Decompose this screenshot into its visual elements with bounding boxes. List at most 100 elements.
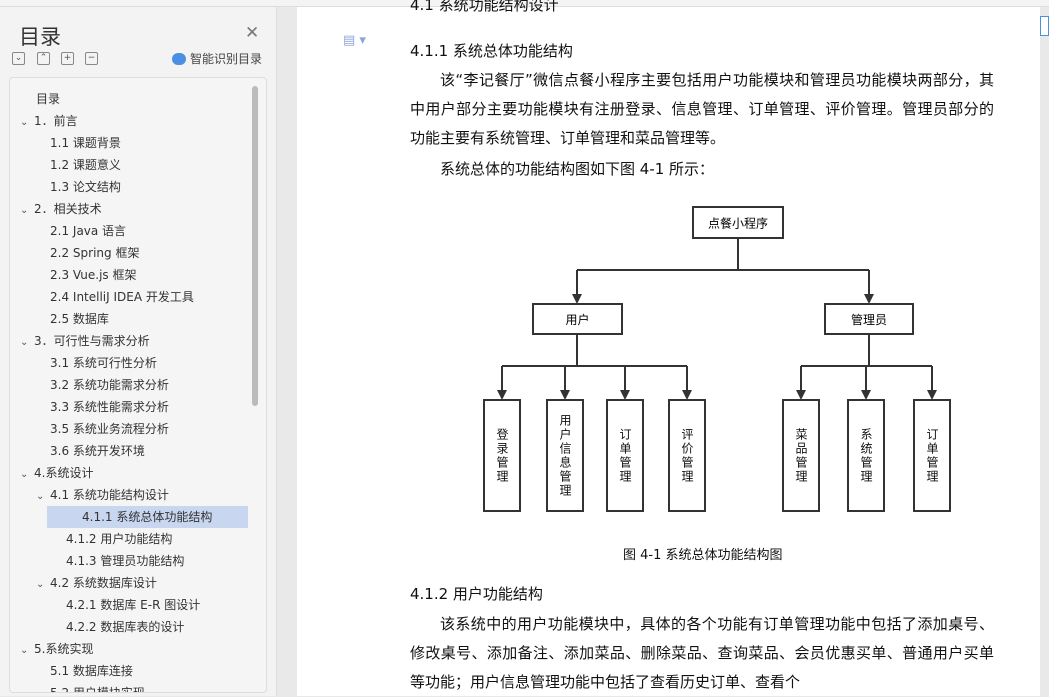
chevron-down-icon[interactable]: ⌄ (20, 205, 29, 216)
document-icon[interactable]: ▤ ▾ (343, 33, 366, 48)
toc-item-label: 2.2 Spring 框架 (50, 246, 140, 260)
node-box (483, 399, 521, 512)
chevron-down-icon[interactable]: ⌄ (36, 684, 50, 692)
node-box (668, 399, 706, 512)
toc-item[interactable]: 4.1.3 管理员功能结构 (10, 550, 248, 572)
toc-item[interactable]: 1.1 课题背景 (10, 132, 248, 154)
top-toolbar (0, 0, 1049, 7)
toc-title: 目录 (19, 25, 61, 49)
toc-item-label: 5.2 用户模块实现 (50, 686, 145, 693)
toc-panel: 目录 ✕ ⌄ ⌃ + − 智能识别目录 目录 ⌄ 1．前言 1.1 课题背景 1.2 课… (0, 7, 277, 696)
chevron-down-icon[interactable]: ⌄ (36, 491, 45, 502)
toc-item[interactable]: 4.2.2 数据库表的设计 (10, 616, 248, 638)
arrow-head (796, 390, 806, 400)
leaf-label: 订单管理 (618, 427, 632, 484)
toc-list: 目录 ⌄ 1．前言 1.1 课题背景 1.2 课题意义 1.3 论文结构 ⌄ 2．相关技术 2.… (9, 77, 267, 693)
root-node: 点餐小程序 (692, 206, 784, 239)
arrow-head (861, 390, 871, 400)
toc-item-label: 2.4 IntelliJ IDEA 开发工具 (50, 290, 194, 304)
toc-item-label: 3.5 系统业务流程分析 (50, 422, 169, 436)
paragraph: 该系统中的用户功能模块中，具体的各个功能有订单管理功能中包括了添加桌号、修改桌号… (410, 615, 994, 691)
toc-item[interactable]: ⌄ 2．相关技术 (10, 198, 248, 220)
chevron-down-icon[interactable]: ⌄ (20, 469, 29, 480)
toc-item-label: 1.2 课题意义 (50, 158, 121, 172)
smart-toc-button[interactable]: 智能识别目录 (172, 50, 262, 67)
toc-item[interactable]: 2.5 数据库 (10, 308, 248, 330)
admin-leaf-box (913, 399, 951, 512)
toc-item[interactable]: 1.3 论文结构 (10, 176, 248, 198)
node-box (692, 206, 784, 239)
node-box (532, 303, 623, 335)
toc-item-label: 目录 (36, 92, 61, 106)
admin-leaf-node: 订单管理 (914, 400, 950, 511)
toc-item[interactable]: 2.1 Java 语言 (10, 220, 248, 242)
minus-icon[interactable]: − (85, 52, 98, 65)
toc-item-label: 5.1 数据库连接 (50, 664, 133, 678)
toc-item-label: 4.2.1 数据库 E-R 图设计 (66, 598, 201, 612)
chevron-down-icon[interactable]: ⌄ (20, 117, 29, 128)
document-page (297, 7, 1040, 696)
user-leaf-box (483, 399, 521, 512)
toc-item-label: 1.3 论文结构 (50, 180, 121, 194)
toc-item[interactable]: 4.2.1 数据库 E-R 图设计 (10, 594, 248, 616)
toc-item-label: 3.6 系统开发环境 (50, 444, 145, 458)
toc-item[interactable]: ⌄5.系统实现 (10, 638, 248, 660)
chevron-down-icon[interactable]: ⌄ (20, 337, 29, 348)
toc-item-label: 2.3 Vue.js 框架 (50, 268, 137, 282)
user-leaf-node: 评价管理 (669, 400, 705, 511)
toc-item-label: 4.1.1 系统总体功能结构 (82, 510, 213, 524)
toc-item[interactable]: 5.1 数据库连接 (10, 660, 248, 682)
toc-item-label: 2.1 Java 语言 (50, 224, 127, 238)
toc-item[interactable]: ⌄5.2 用户模块实现 (10, 682, 248, 693)
node-label: 用户 (565, 312, 589, 327)
toc-item[interactable]: 3.2 系统功能需求分析 (10, 374, 248, 396)
user-leaf-node: 用户信息管理 (547, 400, 583, 511)
node-box (782, 399, 820, 512)
scrollbar[interactable] (252, 86, 258, 406)
arrow-head (560, 390, 570, 400)
admin-leaf-box (847, 399, 885, 512)
chevron-down-icon[interactable]: ⌄ (20, 645, 29, 656)
chevron-down-icon[interactable]: ⌄ (36, 579, 45, 590)
toc-item-label: 4.1 系统功能结构设计 (50, 488, 169, 502)
toc-item-label: 3．可行性与需求分析 (34, 334, 150, 348)
user-node: 用户 (532, 303, 623, 335)
toc-item[interactable]: 4.1.1 系统总体功能结构 (47, 506, 248, 528)
arrow-head (572, 294, 582, 304)
toc-item-label: 4.2.2 数据库表的设计 (66, 620, 185, 634)
leaf-label: 评价管理 (680, 427, 694, 484)
node-label: 点餐小程序 (708, 216, 768, 231)
toc-item[interactable]: 3.1 系统可行性分析 (10, 352, 248, 374)
expand-all-icon[interactable]: ⌄ (12, 52, 25, 65)
toc-item[interactable]: ⌄4.系统设计 (10, 462, 248, 484)
toc-item[interactable]: 目录 (10, 88, 248, 110)
toc-item[interactable]: 2.3 Vue.js 框架 (10, 264, 248, 286)
user-leaf-box (606, 399, 644, 512)
toc-item-label: 2．相关技术 (34, 202, 102, 216)
toc-item[interactable]: 3.6 系统开发环境 (10, 440, 248, 462)
user-leaf-box (546, 399, 584, 512)
leaf-label: 订单管理 (925, 427, 939, 484)
toc-item[interactable]: ⌄ 1．前言 (10, 110, 248, 132)
toc-item[interactable]: 4.1.2 用户功能结构 (10, 528, 248, 550)
toc-item[interactable]: 3.5 系统业务流程分析 (10, 418, 248, 440)
toc-item-label: 3.2 系统功能需求分析 (50, 378, 169, 392)
arrow-head (864, 294, 874, 304)
toc-item[interactable]: ⌄4.2 系统数据库设计 (10, 572, 248, 594)
collapse-all-icon[interactable]: ⌃ (37, 52, 50, 65)
node-label: 管理员 (851, 312, 887, 327)
toc-item[interactable]: ⌄ 4.1 系统功能结构设计 (10, 484, 248, 506)
close-icon[interactable]: ✕ (245, 23, 260, 43)
toc-item[interactable]: 3.3 系统性能需求分析 (10, 396, 248, 418)
paragraph: 该“李记餐厅”微信点餐小程序主要包括用户功能模块和管理员功能模块两部分，其中用户… (410, 71, 994, 147)
toc-item-label: 1.1 课题背景 (50, 136, 121, 150)
leaf-label: 菜品管理 (794, 427, 808, 484)
toc-item[interactable]: ⌄ 3．可行性与需求分析 (10, 330, 248, 352)
toc-item[interactable]: 1.2 课题意义 (10, 154, 248, 176)
toc-item-label: 1．前言 (34, 114, 78, 128)
toc-item-label: 3.3 系统性能需求分析 (50, 400, 169, 414)
node-box (546, 399, 584, 512)
plus-icon[interactable]: + (61, 52, 74, 65)
toc-item[interactable]: 2.2 Spring 框架 (10, 242, 248, 264)
toc-item[interactable]: 2.4 IntelliJ IDEA 开发工具 (10, 286, 248, 308)
